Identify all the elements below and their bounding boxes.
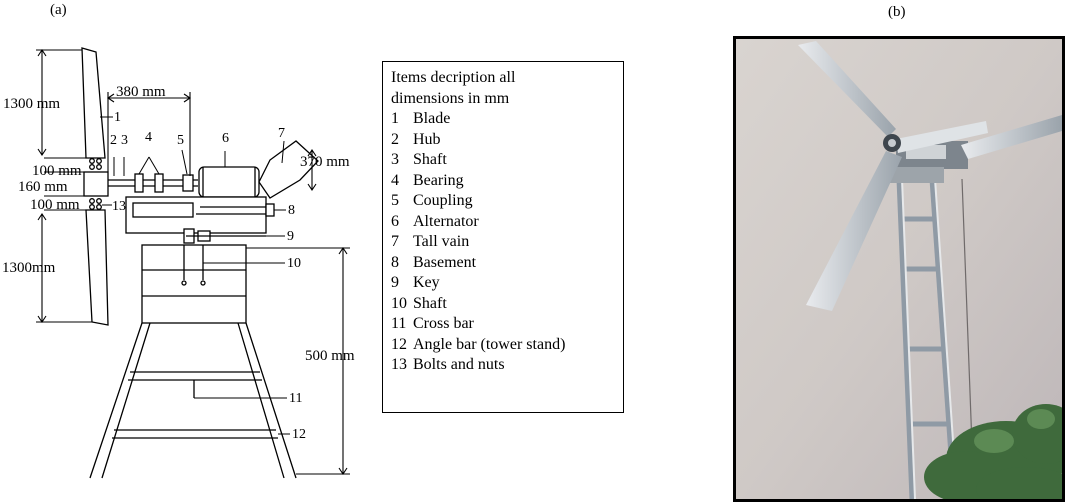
legend-heading: Items decription all dimensions in mm — [391, 69, 516, 107]
dim-blade-top: 1300 mm — [3, 96, 60, 112]
legend-item: 9 Key — [391, 273, 615, 294]
legend-item-number: 9 — [391, 274, 399, 291]
legend-item-text: Basement — [413, 253, 477, 271]
callout-2: 2 — [110, 133, 117, 148]
legend-item: 7 Tall vain — [391, 232, 615, 253]
legend-item-text: Shaft — [413, 151, 447, 168]
legend-item-number: 10 — [391, 294, 407, 312]
legend-item-number: 2 — [391, 130, 399, 148]
legend-item-text: Coupling — [413, 192, 473, 209]
callout-13: 13 — [112, 199, 126, 214]
legend-item: 4 Bearing — [391, 171, 615, 192]
legend-item-text: Tall vain — [413, 233, 470, 250]
legend-item: 1 Blade — [391, 109, 615, 130]
callout-7: 7 — [278, 126, 285, 141]
legend-item-text: Cross bar — [413, 315, 474, 332]
legend-item-number: 3 — [391, 151, 399, 168]
bearing-right — [154, 173, 164, 193]
legend-item: 11 Cross bar — [391, 314, 615, 335]
callout-9: 9 — [287, 229, 294, 244]
callout-8: 8 — [288, 203, 295, 218]
turbine-photo — [733, 36, 1065, 502]
basement-bracket — [265, 203, 275, 217]
lower-bolts — [89, 198, 102, 210]
legend-item: 2 Hub — [391, 130, 615, 151]
alternator — [198, 166, 260, 198]
legend-item-number: 4 — [391, 171, 399, 189]
dim-hub-height: 160 mm — [18, 179, 68, 195]
legend-item-number: 8 — [391, 253, 399, 271]
legend-item-text: Bolts and nuts — [413, 356, 505, 373]
lower-blade — [85, 209, 109, 326]
legend-item: 12 Angle bar (tower stand) — [391, 335, 615, 356]
legend-item-text: Alternator — [413, 212, 479, 230]
upper-blade — [81, 47, 106, 159]
callout-12: 12 — [292, 427, 306, 442]
legend-item-number: 12 — [391, 335, 407, 353]
legend-item: 10 Shaft — [391, 294, 615, 315]
legend-item-number: 5 — [391, 192, 399, 209]
legend-item-number: 13 — [391, 356, 407, 373]
dim-stand: 500 mm — [305, 348, 355, 364]
legend-item-number: 11 — [391, 315, 407, 332]
legend-item: 6 Alternator — [391, 212, 615, 233]
callout-1: 1 — [114, 110, 121, 125]
coupling — [182, 174, 194, 192]
legend-item-number: 7 — [391, 233, 399, 250]
bearing-left — [134, 173, 144, 193]
wind-turbine-drawing: 1300 mm 380 mm 100 mm 160 mm 100 mm 1300… — [2, 47, 355, 479]
callout-11: 11 — [289, 391, 302, 406]
legend-item: 5 Coupling — [391, 191, 615, 212]
hub — [83, 171, 109, 197]
callout-3: 3 — [121, 133, 128, 148]
legend-item: 13 Bolts and nuts — [391, 355, 615, 376]
legend-item-text: Shaft — [413, 294, 447, 312]
legend-item-number: 1 — [391, 110, 399, 127]
tail-vane — [258, 140, 319, 199]
legend-item: 3 Shaft — [391, 150, 615, 171]
dim-tail: 370 mm — [300, 154, 350, 170]
legend-item: 8 Basement — [391, 253, 615, 274]
tower-top-plate — [141, 244, 247, 324]
dim-lower-gap: 100 mm — [30, 197, 80, 213]
upper-bolts — [89, 158, 102, 170]
callout-4: 4 — [145, 130, 152, 145]
dim-blade-bottom: 1300mm — [2, 260, 56, 276]
legend-item-text: Angle bar (tower stand) — [413, 335, 566, 353]
callout-5: 5 — [177, 133, 184, 148]
legend-item-text: Hub — [413, 130, 441, 148]
panel-b-label: (b) — [888, 4, 906, 20]
legend-item-text: Blade — [413, 110, 451, 127]
callout-10: 10 — [287, 256, 301, 271]
legend-item-text: Key — [413, 274, 440, 291]
legend-item-number: 6 — [391, 212, 399, 230]
callout-6: 6 — [222, 131, 229, 146]
dim-upper-gap: 100 mm — [32, 163, 82, 179]
tower-leg-left — [89, 322, 151, 479]
turbine-photo-image — [736, 39, 1062, 499]
tower-leg-right — [237, 322, 297, 479]
legend-item-text: Bearing — [413, 171, 464, 189]
panel-a-label: (a) — [50, 2, 67, 18]
dim-hub-span: 380 mm — [116, 84, 166, 100]
